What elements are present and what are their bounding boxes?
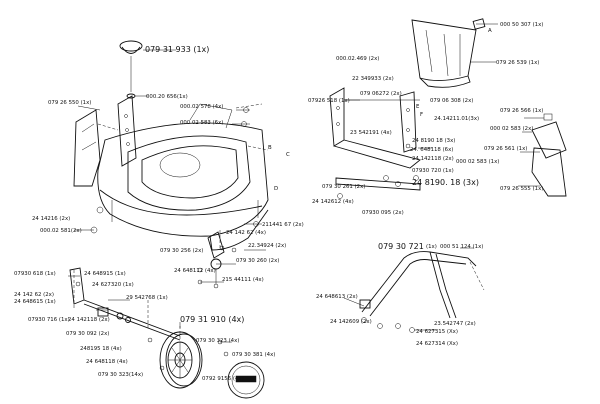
label-24-627320: 24 627320 (1x) bbox=[92, 282, 134, 288]
bag-bar bbox=[335, 143, 421, 199]
label-079-30-381: 079 30 381 (4x) bbox=[232, 352, 275, 358]
label-079-26-555: 079 26 555 (1x) bbox=[500, 186, 543, 192]
label-215-44111: 215 44111 (4x) bbox=[222, 277, 264, 283]
label-079-30-095: 07930 095 (2x) bbox=[362, 210, 404, 216]
label-000-02-583-6x: 000 02 583 (6x) bbox=[180, 120, 223, 126]
right-side-guard bbox=[531, 113, 567, 197]
label-29-542768: 29 542768 (1x) bbox=[126, 295, 168, 301]
label-24-819518: 248195 18 (4x) bbox=[80, 346, 122, 352]
label-000-02-469: 000.02.469 (2x) bbox=[336, 56, 379, 62]
wheel-cap bbox=[227, 361, 265, 399]
label-079-26-561: 079 26 561 (1x) bbox=[484, 146, 527, 152]
label-000-02-583-2x: 000 02 583 (2x) bbox=[490, 126, 533, 132]
label-22-349933: 22 349933 (2x) bbox=[352, 76, 394, 82]
label-079-30-256: 079 30 256 (2x) bbox=[160, 248, 203, 254]
label-000-51-124: 000 51 124 (1x) bbox=[440, 244, 483, 250]
label-079-31-910: 079 31 910 (4x) bbox=[180, 315, 244, 324]
label-24-14211: 24.14211.01(3x) bbox=[434, 116, 479, 122]
label-079-30-720: 07930 720 (1x) bbox=[412, 168, 454, 174]
callout-c: C bbox=[286, 152, 290, 158]
leader-lines bbox=[68, 23, 544, 343]
label-079-26-539: 079 26 539 (1x) bbox=[496, 60, 539, 66]
grass-bag-panel bbox=[411, 18, 486, 88]
callout-d: D bbox=[274, 186, 278, 192]
label-079-26-518: 07926 518 (1x) bbox=[308, 98, 350, 104]
label-000-02-578: 000.02 578 (4x) bbox=[180, 104, 223, 110]
label-24-8190-18-3x-a: 24 8190 18 (3x) bbox=[412, 138, 455, 144]
assembly-lines bbox=[73, 103, 269, 340]
label-000-20-656: 000.20 656(1x) bbox=[146, 94, 188, 100]
label-24-142118-2x: 24 142118 (2x) bbox=[412, 156, 454, 162]
label-079-30-721: 079 30 721 bbox=[378, 242, 424, 251]
rear-bracket bbox=[117, 95, 137, 167]
label-24-14216: 24 14216 (2x) bbox=[32, 216, 70, 222]
label-24-648915: 24 648915 (1x) bbox=[84, 271, 126, 277]
label-000-02-583-1x: 000 02 583 (1x) bbox=[456, 159, 499, 165]
label-079-29-156: 0792 9156 (4x) bbox=[202, 376, 244, 382]
label-24-648613: 24 648613 (2x) bbox=[316, 294, 358, 300]
label-079-30-618: 07930 618 (1x) bbox=[14, 271, 56, 277]
label-24-648112: 24 648112 (4x) bbox=[174, 268, 216, 274]
label-211441-67: 211441 67 (2x) bbox=[262, 222, 304, 228]
label-079-30-260: 079 30 260 (2x) bbox=[236, 258, 279, 264]
callout-b: B bbox=[268, 145, 272, 151]
label-079-06-272: 079 06272 (2x) bbox=[360, 91, 402, 97]
label-079-30-092: 079 30 092 (2x) bbox=[66, 331, 109, 337]
label-24-14262-4x: 24 142 62 (4x) bbox=[226, 230, 266, 236]
label-079-26-550: 079 26 550 (1x) bbox=[48, 100, 91, 106]
callout-a: A bbox=[488, 28, 492, 34]
knob bbox=[119, 40, 143, 99]
label-23-542747: 23.542747 (2x) bbox=[434, 321, 476, 327]
label-000-02-581: 000.02 581(2x) bbox=[40, 228, 82, 234]
label-24-142609: 24 142609 (2x) bbox=[330, 319, 372, 325]
label-079-30-323-14x: 079 30 323(14x) bbox=[98, 372, 143, 378]
label-079-06-308: 079 06 308 (2x) bbox=[430, 98, 473, 104]
fasteners-left bbox=[90, 107, 259, 371]
label-24-142118: 24 142118 (2x) bbox=[68, 317, 110, 323]
label-079-30-721-count: (1x) bbox=[426, 244, 437, 250]
left-side-guard bbox=[73, 109, 101, 187]
callout-e: E bbox=[416, 104, 420, 110]
label-22-34924: 22.34924 (2x) bbox=[248, 243, 286, 249]
callout-f: F bbox=[420, 112, 423, 118]
label-24-142612: 24 142612 (4x) bbox=[312, 199, 354, 205]
label-079-31-933: 079 31 933 (1x) bbox=[145, 45, 209, 54]
label-24-648118: 24 648118 (4x) bbox=[86, 359, 128, 365]
part-labels: 079 31 933 (1x) 000.20 656(1x) 079 26 55… bbox=[14, 22, 543, 382]
label-079-30-716: 07930 716 (1x) bbox=[28, 317, 70, 323]
label-079-30-261: 079 30 261 (2x) bbox=[322, 184, 365, 190]
label-24-8190-18-3x-b: 24 8190. 18 (3x) bbox=[412, 178, 479, 187]
label-24-648615: 24 648615 (1x) bbox=[14, 299, 56, 305]
label-24-648118-6x: 24. 648118 (6x) bbox=[410, 147, 453, 153]
label-079-26-566: 079 26 566 (1x) bbox=[500, 108, 543, 114]
wheel bbox=[159, 331, 203, 389]
label-24-14262-2x: 24 142 62 (2x) bbox=[14, 292, 54, 298]
label-079-30-323-4x: 079 30 323 (4x) bbox=[196, 338, 239, 344]
label-23-542191: 23 542191 (4x) bbox=[350, 130, 392, 136]
label-000-50-307: 000 50 307 (1x) bbox=[500, 22, 543, 28]
label-24-627315: 24 627315 (Xx) bbox=[416, 329, 458, 335]
axle bbox=[69, 267, 181, 341]
label-24-627314: 24 627314 (Xx) bbox=[416, 341, 458, 347]
